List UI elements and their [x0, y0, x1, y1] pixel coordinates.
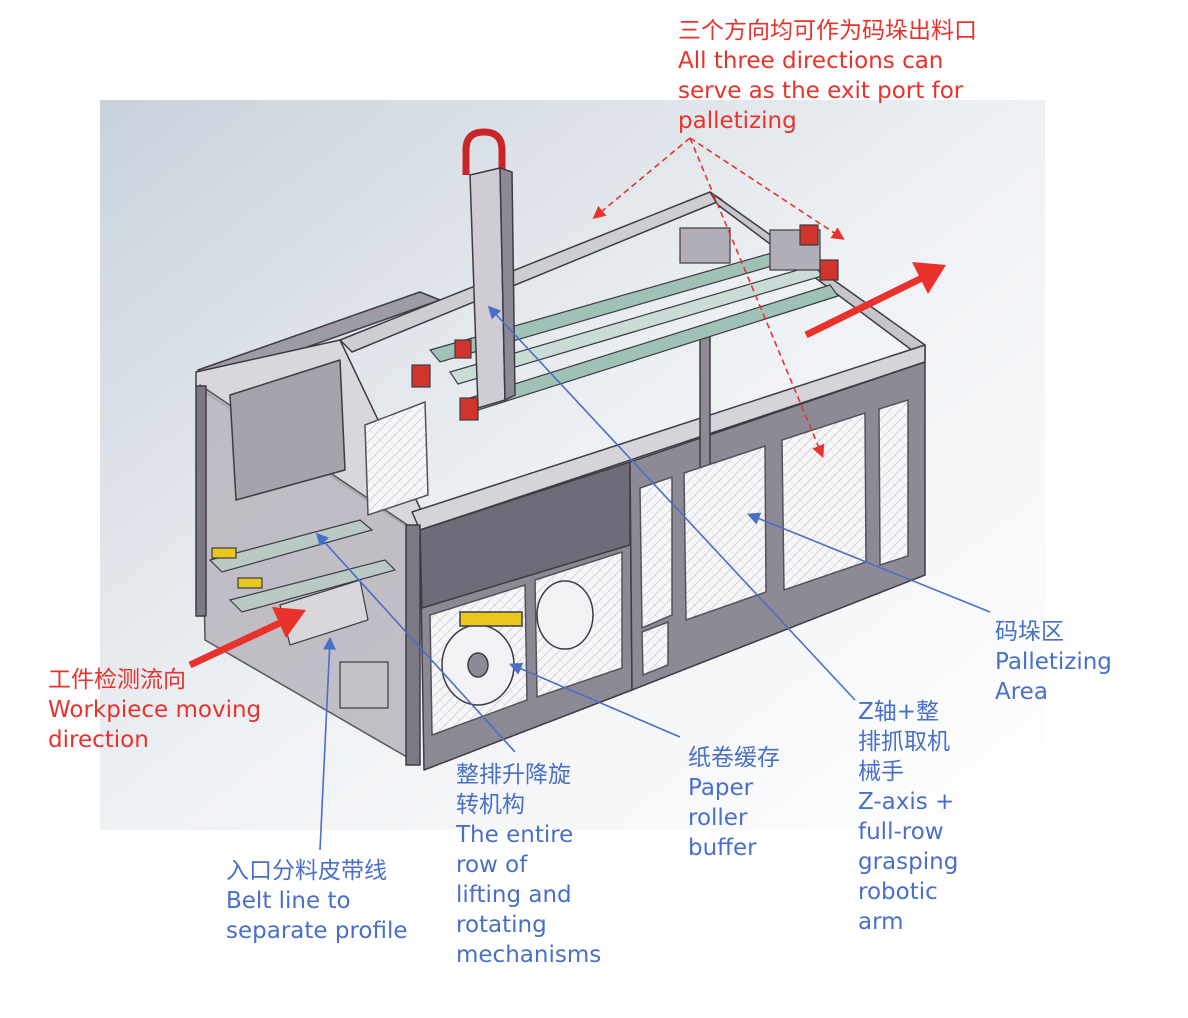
- gantry-carriage: [679, 227, 731, 264]
- flow-arrows: [188, 262, 946, 669]
- gantry: [411, 224, 839, 421]
- mesh-panel: [683, 444, 767, 622]
- leader-palletizing: [747, 512, 991, 613]
- interior-back-wall: [229, 359, 346, 501]
- z-axis-column: [462, 128, 516, 409]
- leader-lifting: [315, 532, 516, 753]
- sensor: [211, 547, 237, 559]
- mesh-panel: [878, 398, 909, 567]
- exit-arrow-left: [592, 137, 691, 220]
- paper-roll: [536, 580, 594, 650]
- palletizing-area-label: 码垛区 Palletizing Area: [995, 619, 1112, 705]
- post: [195, 385, 207, 617]
- exit-direction-arrows: [592, 137, 845, 458]
- belt-conveyor: [228, 559, 397, 613]
- exit-arrow-front: [689, 137, 825, 458]
- paper-roll-core: [467, 652, 489, 678]
- red-guard: [411, 364, 431, 388]
- exit-ports-label: 三个方向均可作为码垛出料口 All three directions can s…: [678, 18, 977, 134]
- red-guard: [819, 259, 839, 281]
- sensor: [237, 577, 263, 589]
- entry-belt-assembly: [208, 519, 397, 709]
- lifting-mechanism-label: 整排升降旋 转机构 The entire row of lifting and …: [456, 762, 602, 968]
- output-flow-arrowhead: [912, 262, 946, 294]
- workpiece-flow-arrow: [188, 618, 284, 669]
- exit-arrow-right: [689, 137, 845, 240]
- mesh-panel: [641, 620, 669, 677]
- output-flow-arrow: [804, 274, 924, 339]
- z-axis-handle: [462, 128, 506, 175]
- mesh-panel: [781, 411, 867, 592]
- red-guard: [799, 224, 819, 246]
- control-box: [339, 661, 389, 709]
- red-guard: [459, 397, 479, 421]
- post: [699, 329, 711, 481]
- belt-conveyor: [208, 519, 374, 573]
- yellow-bracket: [459, 611, 523, 627]
- leader-paper: [509, 662, 681, 738]
- z-axis-arm-label: Z轴+整 排抓取机 械手 Z-axis + full-row grasping …: [858, 699, 959, 935]
- red-guard: [454, 339, 472, 359]
- workpiece-flow-arrowhead: [272, 607, 306, 638]
- post: [405, 524, 421, 766]
- leader-lines: [315, 305, 991, 851]
- belt-line-label: 入口分料皮带线 Belt line to separate profile: [226, 858, 408, 944]
- workpiece-direction-label: 工件检测流向 Workpiece moving direction: [48, 667, 262, 753]
- mesh-panel: [364, 400, 429, 517]
- paper-roller-label: 纸卷缓存 Paper roller buffer: [688, 745, 780, 861]
- leader-zaxis: [487, 305, 856, 701]
- mesh-panel: [639, 475, 673, 630]
- paper-roller-assembly: [441, 580, 594, 706]
- leader-belt: [319, 636, 336, 851]
